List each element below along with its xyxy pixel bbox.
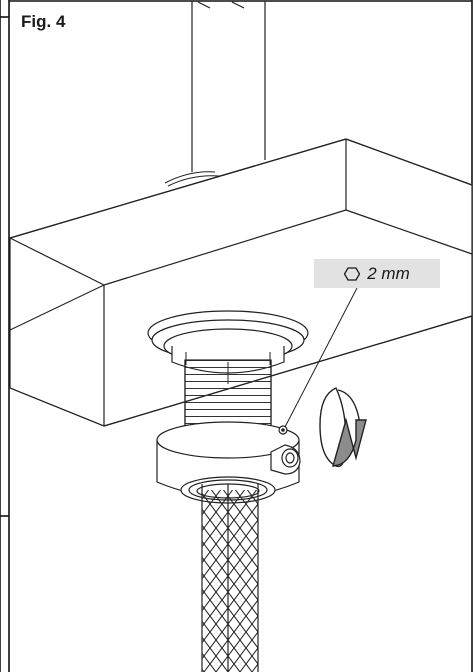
housing-box [9,138,473,427]
hex-key-icon [344,266,361,281]
rotation-arrow-icon [319,387,367,468]
callout-leader-line [284,287,358,428]
hex-key-size: 2 mm [367,263,410,283]
hex-key-callout: 2 mm [314,259,440,288]
braided-cables [201,484,259,672]
cable-gland [147,310,309,504]
upper-column [164,1,266,187]
figure-label: Fig. 4 [21,12,66,31]
